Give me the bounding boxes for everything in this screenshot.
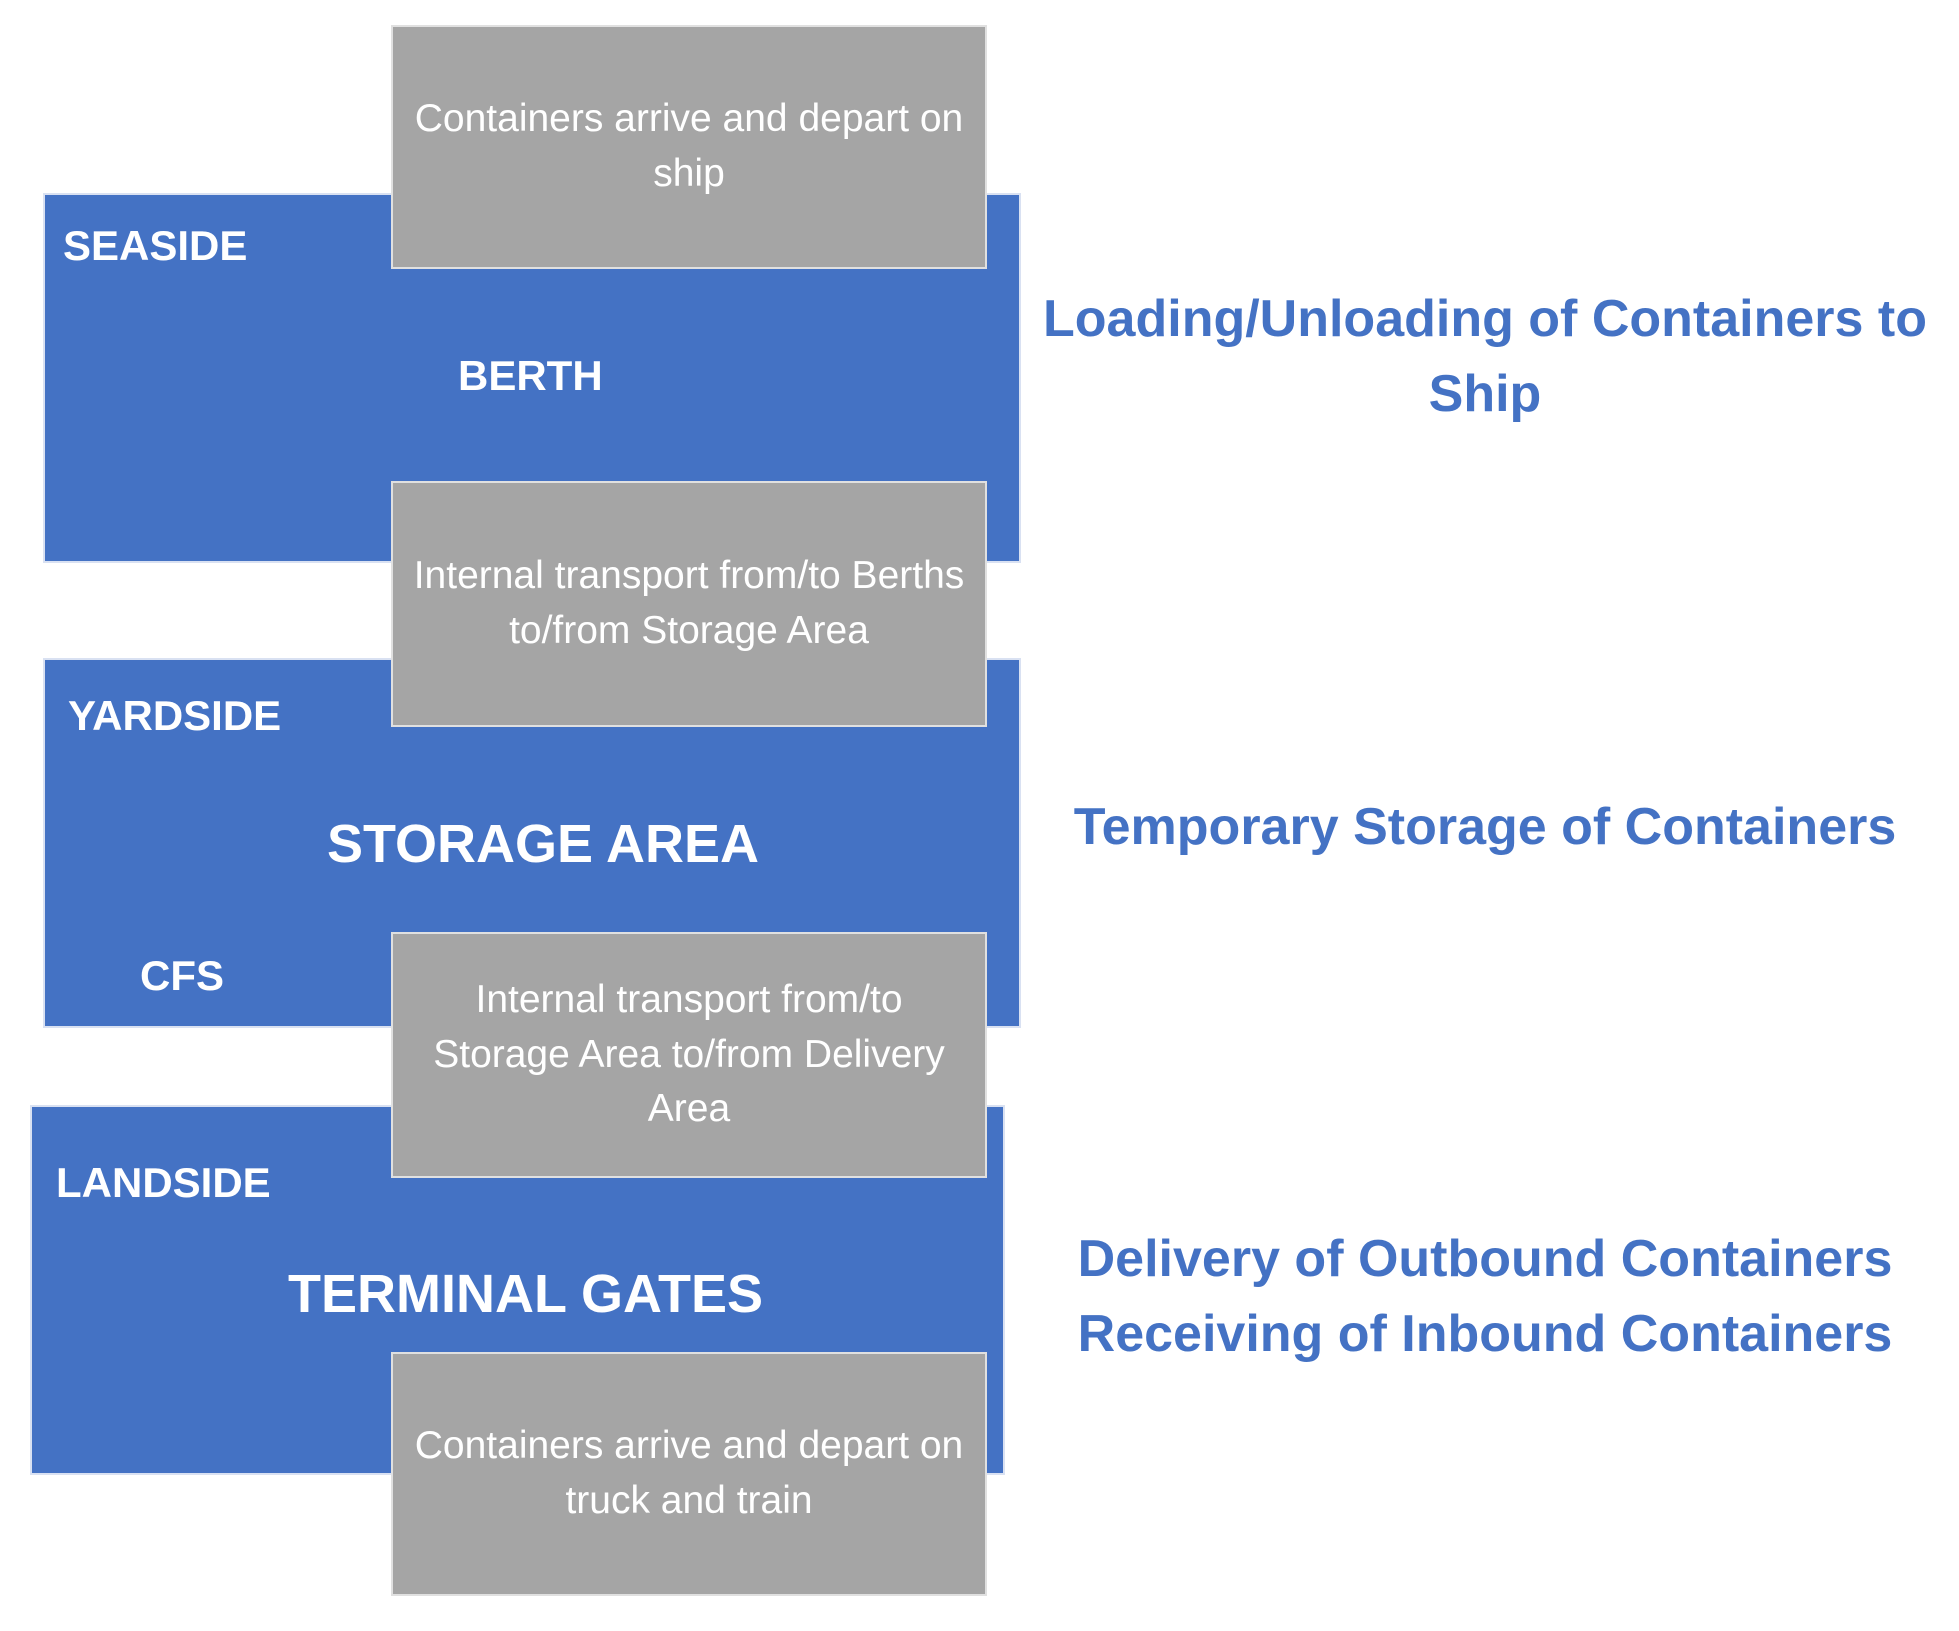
cfs-label: CFS: [140, 952, 224, 999]
landside-function-receiving: Receiving of Inbound Containers: [1077, 1305, 1893, 1364]
storage-delivery-transport-box: Internal transport from/to Storage Area …: [391, 932, 987, 1178]
berth-label: BERTH: [458, 352, 603, 399]
yardside-label: YARDSIDE: [68, 692, 282, 739]
seaside-function: Loading/Unloading of Containers to Ship: [1043, 290, 1927, 424]
storage-area-label: STORAGE AREA: [327, 814, 760, 874]
landside-function: Delivery of Outbound Containers Receivin…: [1035, 1222, 1935, 1373]
berth-storage-transport-box: Internal transport from/to Berths to/fro…: [391, 481, 987, 727]
landside-label: LANDSIDE: [56, 1159, 271, 1206]
terminal-gates-label: TERMINAL GATES: [288, 1264, 764, 1324]
landside-function-delivery: Delivery of Outbound Containers: [1077, 1230, 1893, 1288]
seaside-label: SEASIDE: [63, 222, 248, 269]
truck-train-arrival-box: Containers arrive and depart on truck an…: [391, 1352, 987, 1596]
ship-arrival-box: Containers arrive and depart on ship: [391, 25, 987, 269]
yardside-function: Temporary Storage of Containers: [1073, 798, 1897, 856]
